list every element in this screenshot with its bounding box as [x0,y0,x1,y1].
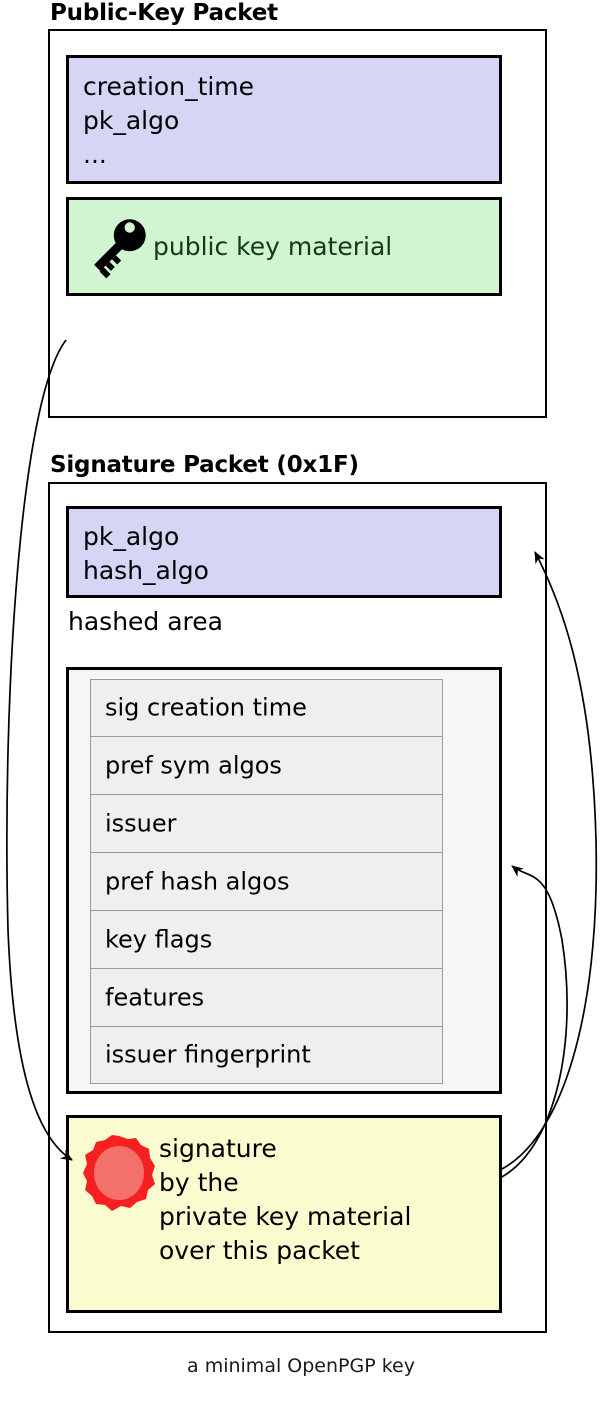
signature-packet-box: pk_algo hash_algo hashed area sig creati… [48,482,547,1333]
subpacket-row[interactable]: key flags [90,910,443,968]
wax-seal-icon [81,1134,157,1214]
subpacket-label: pref hash algos [105,867,290,896]
public-key-packet-title: Public-Key Packet [50,0,278,26]
signature-block-box: signature by the private key material ov… [66,1115,502,1313]
hashed-area-label: hashed area [68,607,223,636]
subpacket-label: issuer [105,809,177,838]
subpacket-row[interactable]: pref sym algos [90,736,443,794]
public-key-material-label: public key material [153,232,393,261]
subpacket-row[interactable]: issuer [90,794,443,852]
signature-algo-fields-box: pk_algo hash_algo [66,506,502,598]
hashed-area-box: sig creation time pref sym algos issuer … [66,667,502,1094]
subpacket-label: issuer fingerprint [105,1040,311,1069]
key-icon [79,210,155,286]
figure-caption: a minimal OpenPGP key [187,1355,415,1377]
public-key-packet-box: creation_time pk_algo ... public key mat… [48,29,547,418]
signature-packet-title: Signature Packet (0x1F) [50,452,359,478]
subpacket-row[interactable]: issuer fingerprint [90,1026,443,1084]
subpacket-label: sig creation time [105,693,307,722]
subpacket-label: key flags [105,925,213,954]
public-key-header-fields-text: creation_time pk_algo ... [83,72,255,169]
subpacket-row[interactable]: sig creation time [90,679,443,736]
signature-algo-fields-text: pk_algo hash_algo [83,522,209,585]
public-key-header-fields-box: creation_time pk_algo ... [66,55,502,184]
subpacket-row[interactable]: features [90,968,443,1026]
signature-block-text: signature by the private key material ov… [159,1134,412,1265]
subpacket-label: pref sym algos [105,751,282,780]
public-key-material-box: public key material [66,197,502,296]
subpacket-row[interactable]: pref hash algos [90,852,443,910]
subpacket-label: features [105,983,205,1012]
